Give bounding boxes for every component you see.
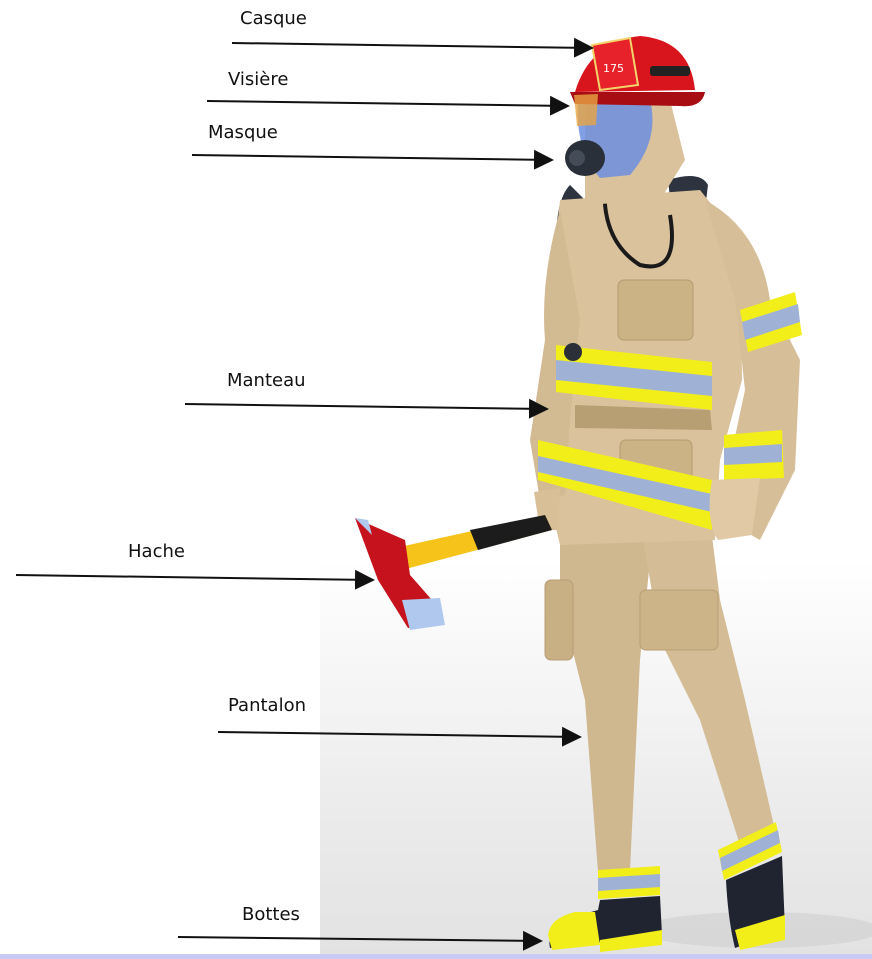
label-hache: Hache	[128, 541, 185, 562]
label-visiere: Visière	[228, 69, 288, 90]
label-manteau: Manteau	[227, 370, 306, 391]
arrow-bottes	[178, 937, 541, 941]
arrow-visiere	[207, 101, 568, 106]
label-masque: Masque	[208, 122, 278, 143]
arrow-casque	[232, 43, 592, 48]
arrow-hache	[16, 575, 373, 580]
arrow-masque	[192, 155, 552, 160]
arrow-pantalon	[218, 732, 580, 737]
label-pantalon: Pantalon	[228, 695, 306, 716]
arrow-manteau	[185, 404, 547, 409]
bottom-border	[0, 954, 872, 959]
label-bottes: Bottes	[242, 904, 300, 925]
label-casque: Casque	[240, 8, 307, 29]
